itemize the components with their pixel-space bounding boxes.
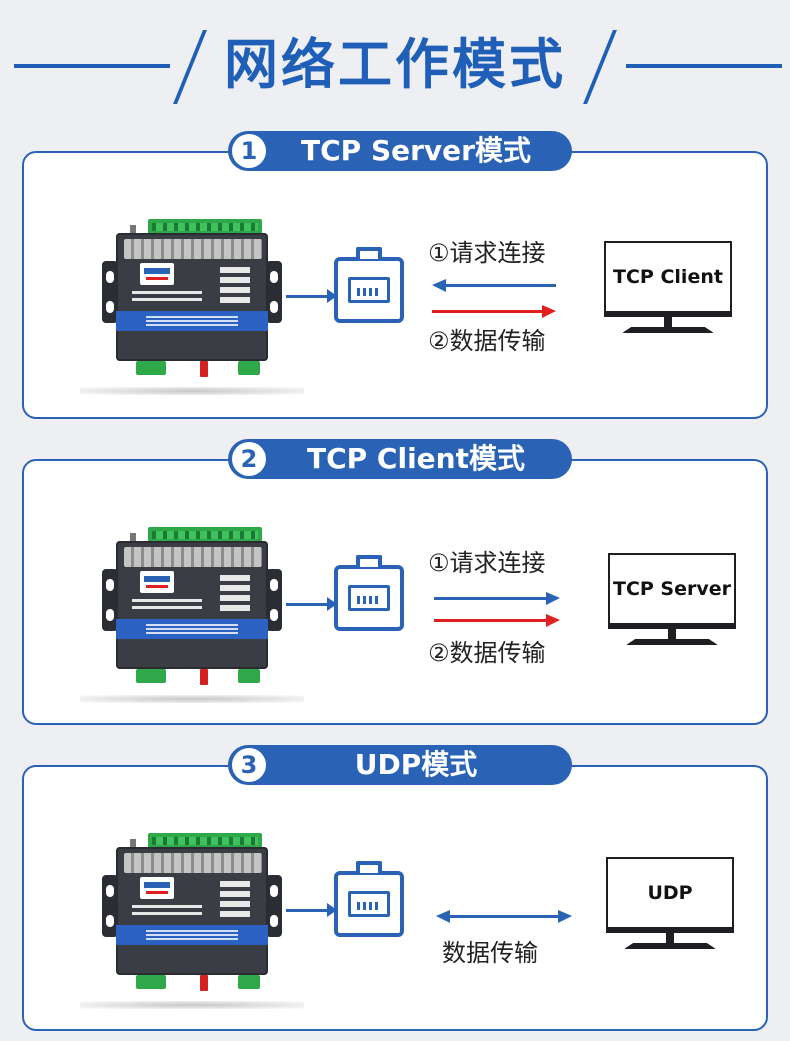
terminal-labels [124, 547, 262, 567]
monitor-neck [668, 629, 676, 641]
terminal-block-bottom-right [238, 975, 260, 989]
mount-ear-right [266, 261, 282, 323]
request-connection-text: ①请求连接 [428, 239, 546, 267]
mode-number-badge: 1 [232, 134, 266, 168]
terminal-labels [124, 239, 262, 259]
terminal-labels [124, 853, 262, 873]
device-indicators [220, 881, 250, 921]
page-header: 网络工作模式 [0, 0, 790, 130]
rj45-contacts [348, 277, 390, 303]
arrow-right-icon [286, 289, 337, 303]
terminal-block-bottom-left [136, 669, 166, 683]
monitor-screen-label: UDP [606, 857, 734, 933]
data-transfer-text: ②数据传输 [428, 639, 546, 667]
device-shadow [80, 695, 304, 703]
terminal-block-bottom-left [136, 975, 166, 989]
rj45-tab [356, 555, 382, 567]
device-blue-band [116, 311, 268, 331]
request-arrow-right-icon [434, 592, 560, 605]
device-image [80, 527, 304, 703]
reset-button-icon [200, 975, 208, 991]
mount-ear-right [266, 875, 282, 937]
rj45-contacts [348, 585, 390, 611]
mode-panel-udp: 3 UDP模式 数据传输 UDP [22, 745, 768, 1031]
mount-ear-left [102, 569, 118, 631]
device-image [80, 219, 304, 395]
data-arrow-right-icon [432, 305, 556, 318]
terminal-block-bottom-left [136, 361, 166, 375]
monitor-screen-label: TCP Server [608, 553, 736, 629]
rj45-port-icon [334, 247, 404, 323]
device-logo [140, 263, 174, 285]
terminal-block-top [148, 833, 262, 849]
data-transfer-text: ②数据传输 [428, 327, 546, 355]
data-transfer-text: 数据传输 [442, 939, 538, 967]
bidirectional-arrow-icon [436, 910, 572, 923]
arrow-right-icon [286, 903, 337, 917]
device-antenna [130, 225, 136, 237]
request-connection-text: ①请求连接 [428, 549, 546, 577]
device-indicators [220, 267, 250, 307]
mode-title: UDP模式 [354, 748, 478, 781]
monitor-base [626, 639, 718, 645]
rj45-tab [356, 861, 382, 873]
device-indicators [220, 575, 250, 615]
mode-title: TCP Server模式 [301, 134, 531, 167]
mode-number-badge: 2 [232, 442, 266, 476]
page-title: 网络工作模式 [224, 33, 566, 96]
rj45-tab [356, 247, 382, 259]
device-logo [140, 877, 174, 899]
device-shadow [80, 1001, 304, 1009]
mount-ear-left [102, 261, 118, 323]
terminal-block-top [148, 219, 262, 235]
terminal-block-top [148, 527, 262, 543]
reset-button-icon [200, 669, 208, 685]
mode-title-pill: 3 UDP模式 [228, 745, 572, 785]
device-image [80, 833, 304, 1009]
device-model-labels [132, 599, 202, 613]
mount-ear-right [266, 569, 282, 631]
mode-title-pill: 2 TCP Client模式 [228, 439, 572, 479]
rj45-port-icon [334, 861, 404, 937]
header-line-right [626, 64, 782, 68]
device-logo [140, 571, 174, 593]
rj45-contacts [348, 891, 390, 917]
reset-button-icon [200, 361, 208, 377]
terminal-block-bottom-right [238, 361, 260, 375]
monitor-screen-label: TCP Client [604, 241, 732, 317]
monitor-neck [664, 317, 672, 329]
monitor-neck [666, 933, 674, 945]
data-arrow-right-icon [434, 614, 560, 627]
mode-number-badge: 3 [232, 748, 266, 782]
terminal-block-bottom-right [238, 669, 260, 683]
mode-title-pill: 1 TCP Server模式 [228, 131, 572, 171]
monitor-base [624, 943, 716, 949]
mode-panel-tcp-server: 1 TCP Server模式 ①请求连接 ②数据传输 TCP Client [22, 131, 768, 419]
device-blue-band [116, 619, 268, 639]
mode-panel-tcp-client: 2 TCP Client模式 ①请求连接 ②数据传输 TCP Server [22, 439, 768, 725]
device-antenna [130, 533, 136, 545]
mount-ear-left [102, 875, 118, 937]
rj45-port-icon [334, 555, 404, 631]
device-model-labels [132, 905, 202, 919]
mode-title: TCP Client模式 [307, 442, 525, 475]
request-arrow-left-icon [432, 279, 556, 292]
monitor-base [622, 327, 714, 333]
device-blue-band [116, 925, 268, 945]
header-line-left [14, 64, 170, 68]
arrow-right-icon [286, 597, 337, 611]
device-model-labels [132, 291, 202, 305]
device-shadow [80, 387, 304, 395]
device-antenna [130, 839, 136, 851]
